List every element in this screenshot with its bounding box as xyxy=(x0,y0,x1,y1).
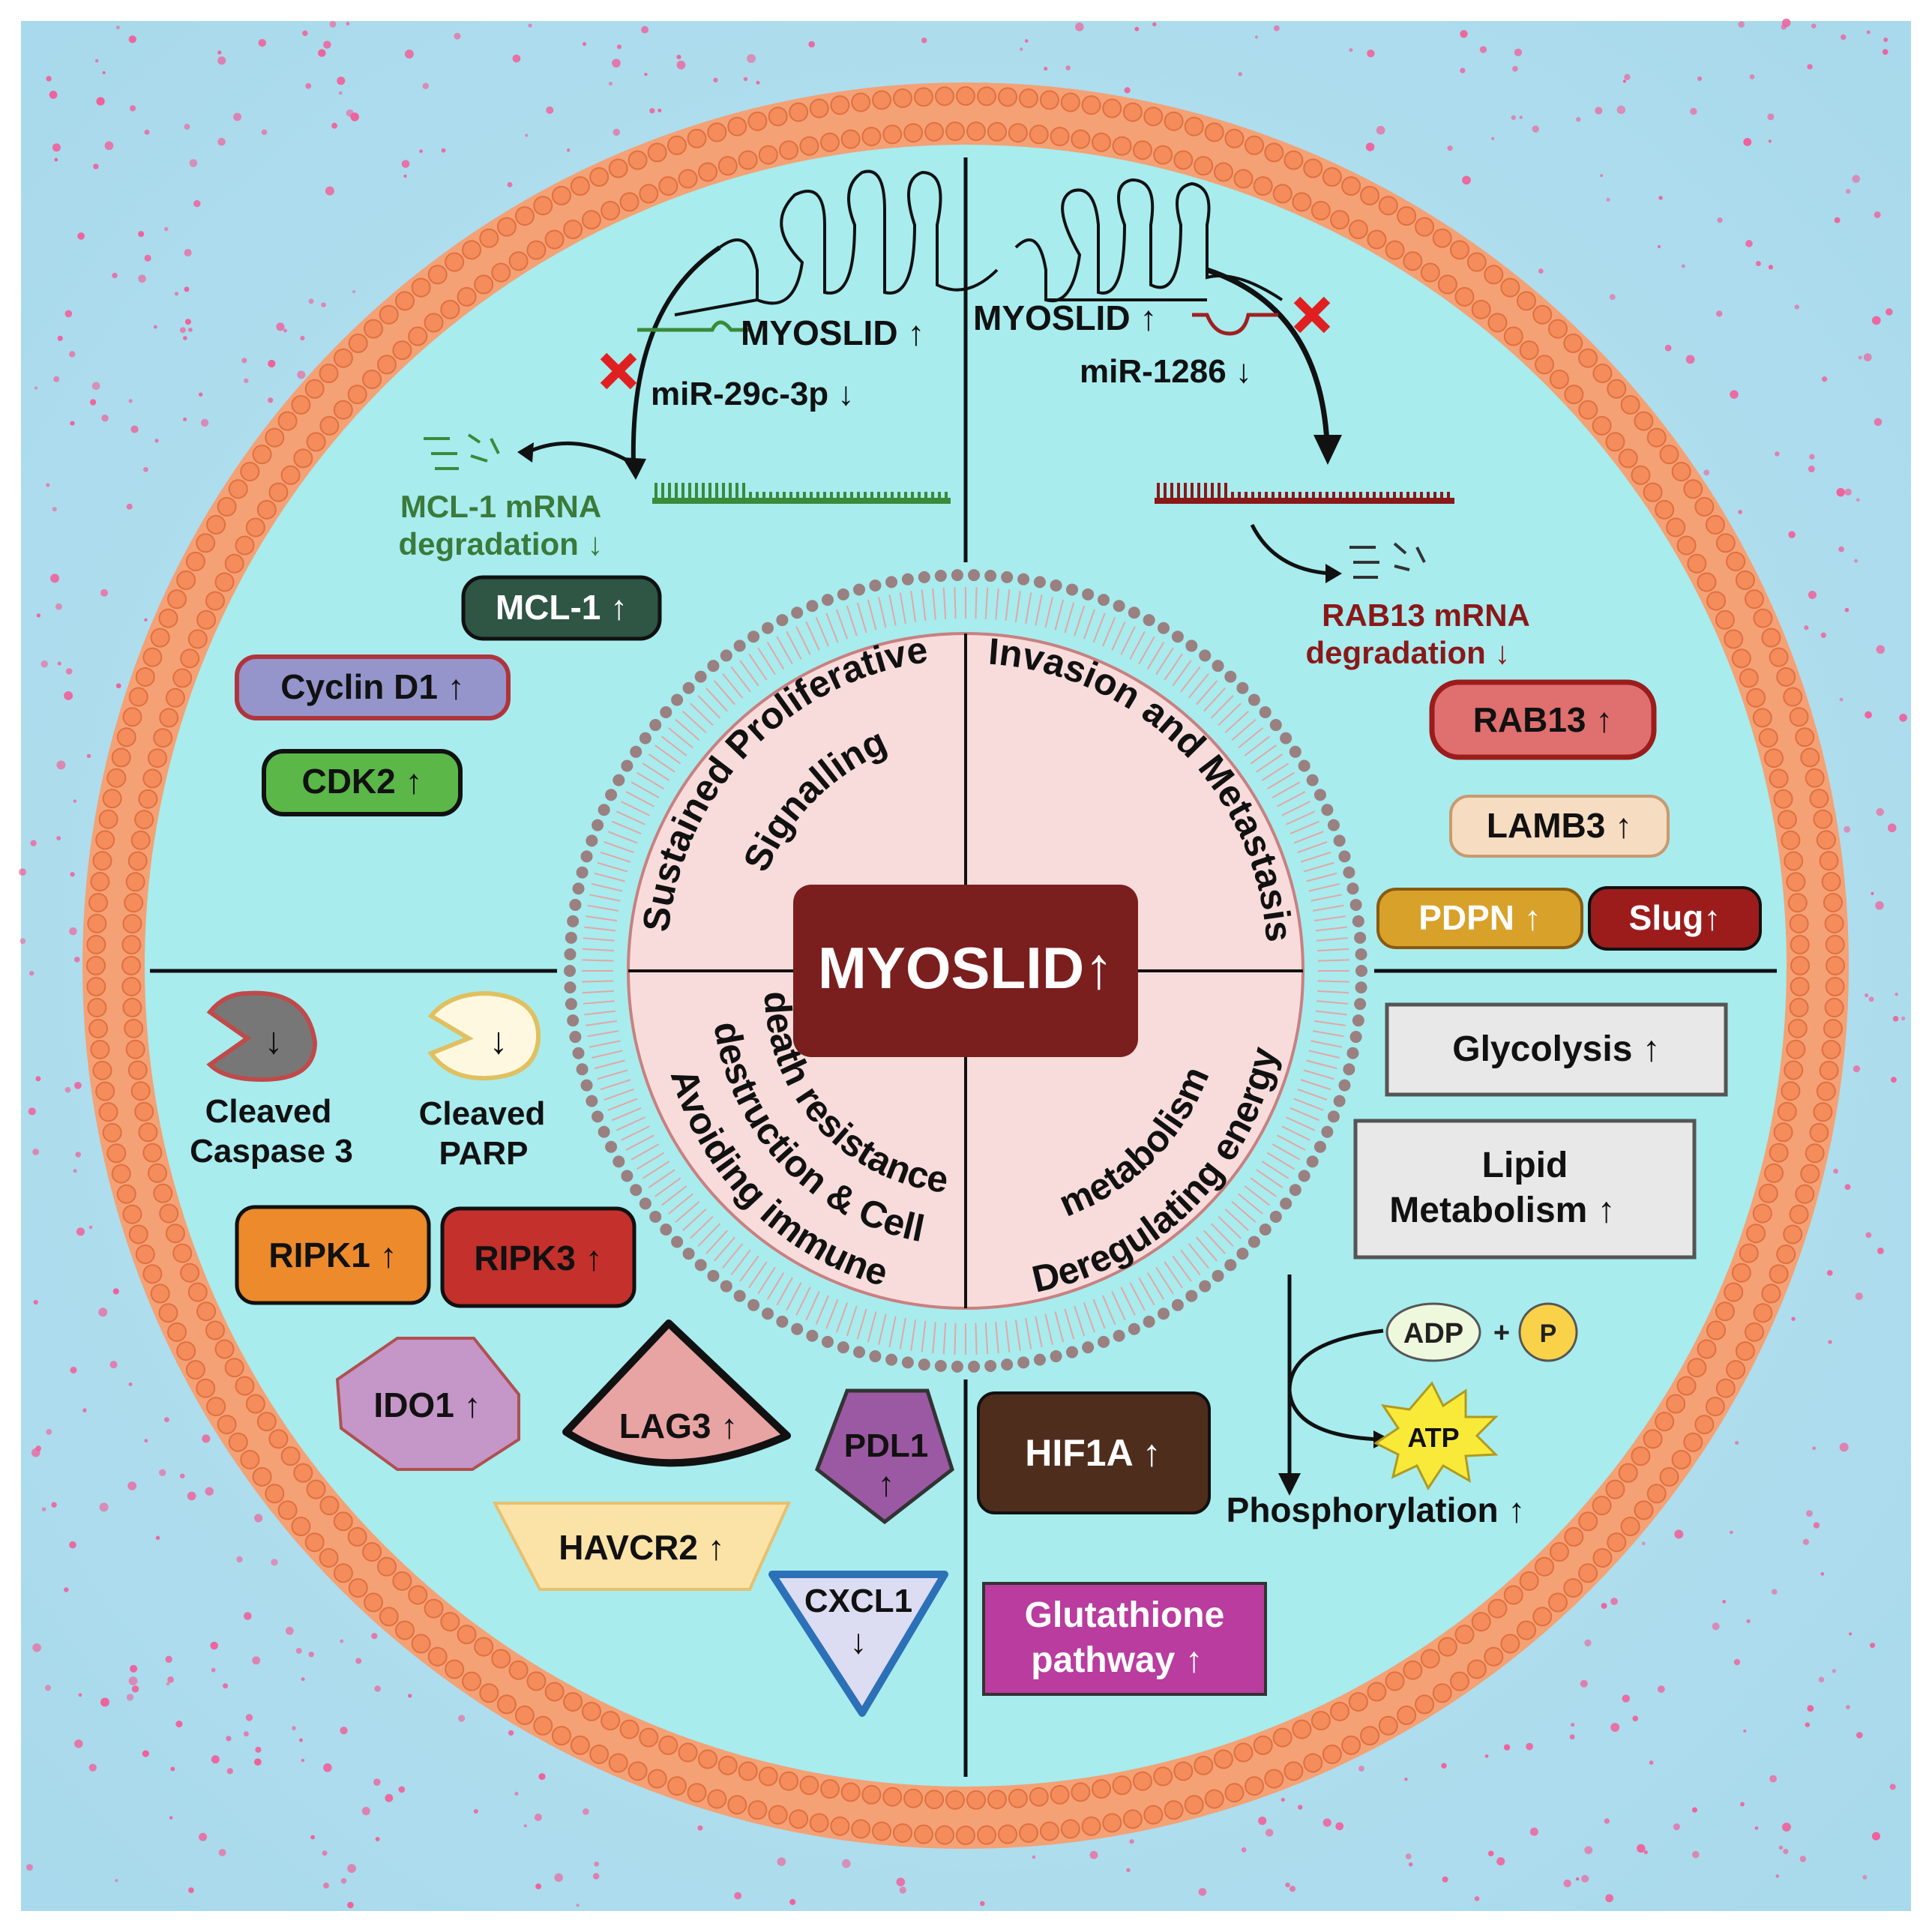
center-myoslid-label: MYOSLID↑ xyxy=(818,935,1113,1001)
mirna-label-right: miR-1286 ↓ xyxy=(1080,353,1252,390)
cleaved-caspase3-shape xyxy=(206,990,318,1083)
mcl1-degradation-label-1: MCL-1 mRNA xyxy=(400,489,601,524)
pdpn-label: PDPN ↑ xyxy=(1418,898,1541,937)
lag3-shape xyxy=(562,1319,791,1467)
atp-label: ATP xyxy=(1407,1422,1459,1453)
mrna-fragments-left xyxy=(424,433,500,470)
center-myoslid-box xyxy=(793,885,1138,1057)
binding-arrow-right xyxy=(1206,267,1330,443)
parp-arrow: ↓ xyxy=(490,1020,508,1062)
extracellular-dots xyxy=(19,18,1907,1909)
glycolysis-box xyxy=(1385,1002,1728,1097)
cleaved-parp-shape xyxy=(427,990,541,1081)
mirna-label-left: miR-29c-3p ↓ xyxy=(651,376,854,412)
adp-circle xyxy=(1385,1302,1481,1362)
mcl1-box xyxy=(461,575,662,641)
pdl1-label: PDL1 xyxy=(844,1427,928,1464)
rab13-degradation-label-2: degradation ↓ xyxy=(1305,635,1510,670)
lncrna-structure-right xyxy=(1014,178,1284,303)
lamb3-label: LAMB3 ↑ xyxy=(1487,806,1632,845)
phosphate-circle xyxy=(1518,1302,1578,1362)
plus-sign: + xyxy=(1493,1317,1510,1349)
lipid-label-1: Lipid xyxy=(1482,1146,1568,1185)
lag3-label: LAG3 ↑ xyxy=(619,1406,738,1445)
cdk2-box xyxy=(262,749,463,816)
parp-label-1: Cleaved xyxy=(419,1095,546,1132)
degradation-arrow-right xyxy=(1250,523,1331,576)
ripk1-box xyxy=(235,1205,431,1305)
cxcl1-shape xyxy=(768,1571,948,1717)
phosphorylation-label: Phosphorylation ↑ xyxy=(1227,1490,1526,1529)
glutathione-box xyxy=(982,1582,1267,1696)
parp-label-2: PARP xyxy=(439,1135,529,1172)
glutathione-label-2: pathway ↑ xyxy=(1031,1640,1203,1680)
pdpn-box xyxy=(1376,888,1583,949)
caspase3-arrow: ↓ xyxy=(265,1020,283,1062)
degradation-arrow-left xyxy=(523,441,643,471)
nucleus-pores xyxy=(564,569,1367,1373)
atp-starburst xyxy=(1373,1381,1499,1490)
myoslid-label-left: MYOSLID ↑ xyxy=(741,313,924,352)
mcl1-degradation-label-2: degradation ↓ xyxy=(398,526,603,562)
lipid-metabolism-box xyxy=(1353,1119,1697,1260)
caspase3-label-2: Caspase 3 xyxy=(190,1133,353,1170)
rab13-label: RAB13 ↑ xyxy=(1473,700,1613,739)
slug-label: Slug↑ xyxy=(1629,898,1721,937)
ripk3-label: RIPK3 ↑ xyxy=(474,1239,602,1278)
mrna-comb-left xyxy=(654,483,948,501)
mrna-comb-right xyxy=(1157,483,1450,501)
cyclin-d1-label: Cyclin D1 ↑ xyxy=(280,667,464,706)
atp-synthesis-arrow xyxy=(1287,1328,1384,1442)
lamb3-box xyxy=(1449,795,1670,858)
glutathione-label-1: Glutathione xyxy=(1025,1595,1225,1635)
cyclin-d1-box xyxy=(235,654,511,720)
hif1a-box xyxy=(977,1391,1211,1514)
mrna-fragments-right xyxy=(1349,542,1426,579)
havcr2-label: HAVCR2 ↑ xyxy=(559,1528,725,1567)
mirna-strand-right xyxy=(1192,313,1278,336)
cxcl1-arrow: ↓ xyxy=(850,1622,867,1661)
phosphate-label: P xyxy=(1540,1319,1557,1348)
myoslid-label-right: MYOSLID ↑ xyxy=(973,298,1157,337)
membrane-lipid-heads xyxy=(86,86,1845,1845)
lncrna-structure-left xyxy=(674,169,999,316)
hif1a-label: HIF1A ↑ xyxy=(1025,1432,1161,1474)
pdl1-arrow: ↑ xyxy=(878,1464,895,1503)
glycolysis-label: Glycolysis ↑ xyxy=(1452,1029,1660,1069)
mirna-strand-left xyxy=(637,320,750,332)
mcl1-label: MCL-1 ↑ xyxy=(496,588,628,627)
pdl1-shape xyxy=(815,1388,954,1525)
cdk2-label: CDK2 ↑ xyxy=(301,762,422,801)
rab13-box xyxy=(1429,679,1657,760)
lipid-label-2: Metabolism ↑ xyxy=(1389,1191,1615,1230)
cross-mark-right xyxy=(1293,296,1331,334)
caspase3-label-1: Cleaved xyxy=(205,1093,332,1130)
adp-label: ADP xyxy=(1403,1318,1463,1349)
cxcl1-label: CXCL1 xyxy=(804,1583,912,1619)
ripk1-label: RIPK1 ↑ xyxy=(268,1236,397,1275)
cross-mark-left xyxy=(600,352,637,390)
havcr2-shape xyxy=(492,1502,792,1591)
ido1-shape xyxy=(335,1337,520,1471)
slug-box xyxy=(1588,886,1762,951)
binding-arrow-left xyxy=(631,245,721,466)
rab13-degradation-label-1: RAB13 mRNA xyxy=(1322,598,1530,633)
ripk3-box xyxy=(440,1206,637,1308)
ido1-label: IDO1 ↑ xyxy=(373,1385,481,1424)
